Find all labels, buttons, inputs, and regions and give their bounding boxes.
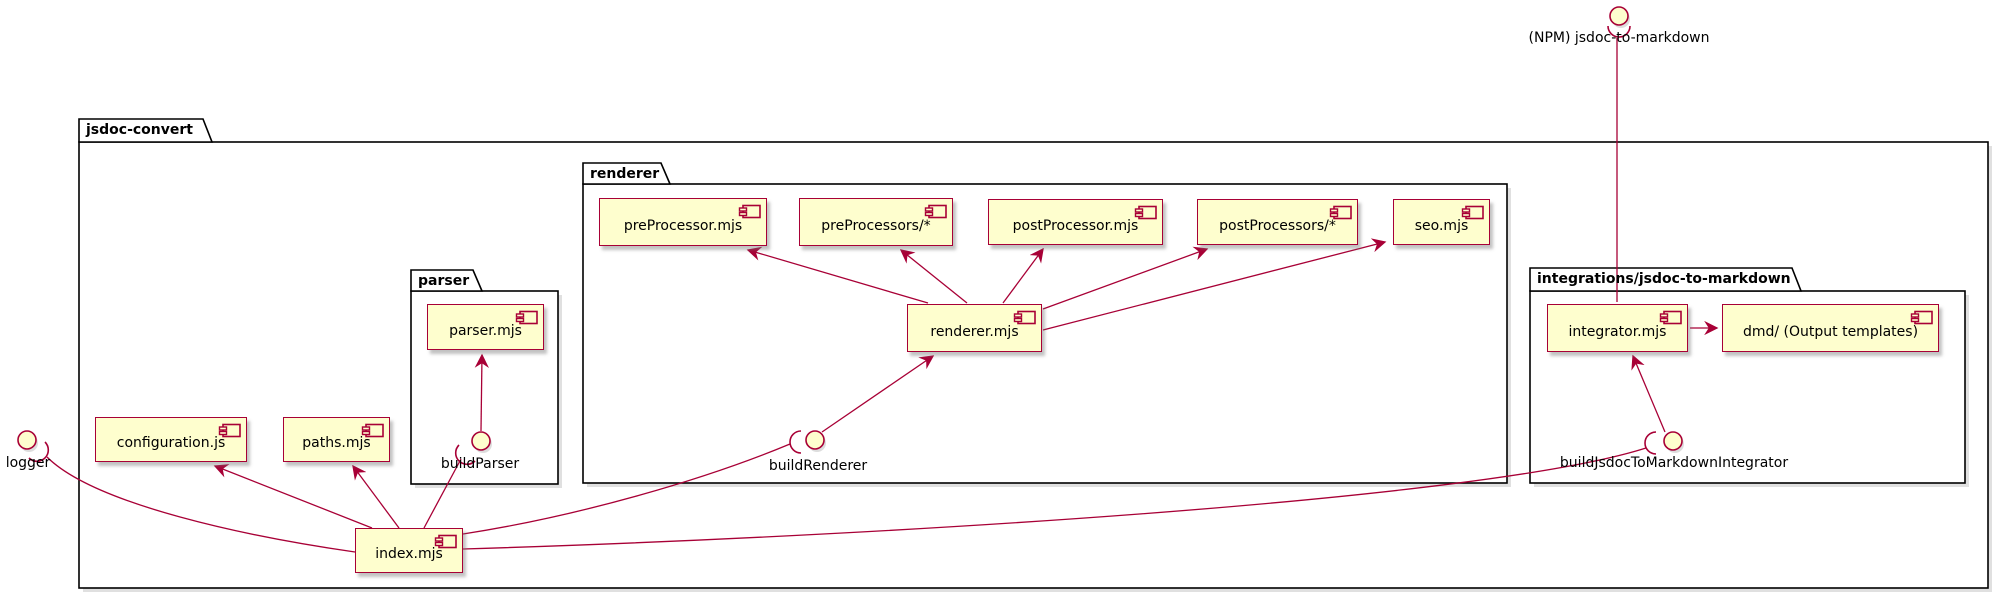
- edge-renderer-to-postprocessor: [1002, 247, 1044, 304]
- interface-ball-buildJsdocToMarkdownIntegrator: [1663, 431, 1683, 451]
- edge-index-to-configuration: [213, 464, 373, 529]
- edge-renderer-to-seo: [1042, 238, 1387, 331]
- edge-index-to-logger-socket: [46, 456, 356, 553]
- edge-buildrenderer-to-renderer: [821, 355, 935, 433]
- interface-socket-buildRenderer: [789, 430, 802, 454]
- package-body-parser: [410, 290, 559, 485]
- edge-index-to-buildrenderer-socket: [462, 443, 791, 535]
- package-body-integrations-jsdoc-to-markdown: [1529, 290, 1966, 484]
- edge-renderer-to-preprocessor: [746, 246, 929, 304]
- package-tab-renderer: [582, 162, 672, 185]
- interfaces-group: [17, 6, 1684, 466]
- edge-buildparser-to-parser: [474, 353, 489, 432]
- interface-ball-buildParser: [471, 431, 491, 451]
- edge-renderer-to-postprocessors: [1042, 246, 1209, 310]
- edge-renderer-to-preprocessors: [899, 249, 968, 304]
- interface-socket-buildParser: [454, 444, 476, 466]
- package-body-renderer: [582, 183, 1508, 484]
- edge-index-to-buildparser-socket: [423, 458, 462, 529]
- package-tab-integrations-jsdoc-to-markdown: [1529, 267, 1803, 292]
- edge-index-to-paths: [352, 464, 400, 529]
- edge-integratorsocket-to-integrator: [1631, 354, 1666, 433]
- interface-ball-logger: [17, 430, 37, 450]
- edges-group: [46, 38, 1719, 553]
- package-tab-jsdoc-convert: [78, 118, 214, 143]
- interface-ball-buildRenderer: [805, 430, 825, 450]
- interface-socket-logger: [28, 441, 50, 463]
- interface-ball-npm-jsdoc-to-markdown: [1609, 6, 1629, 26]
- package-tab-parser: [410, 269, 484, 292]
- edge-index-to-integrator-socket: [462, 447, 1647, 550]
- interface-socket-buildJsdocToMarkdownIntegrator: [1644, 431, 1657, 455]
- interface-socket-npm-jsdoc-to-markdown: [1607, 25, 1631, 38]
